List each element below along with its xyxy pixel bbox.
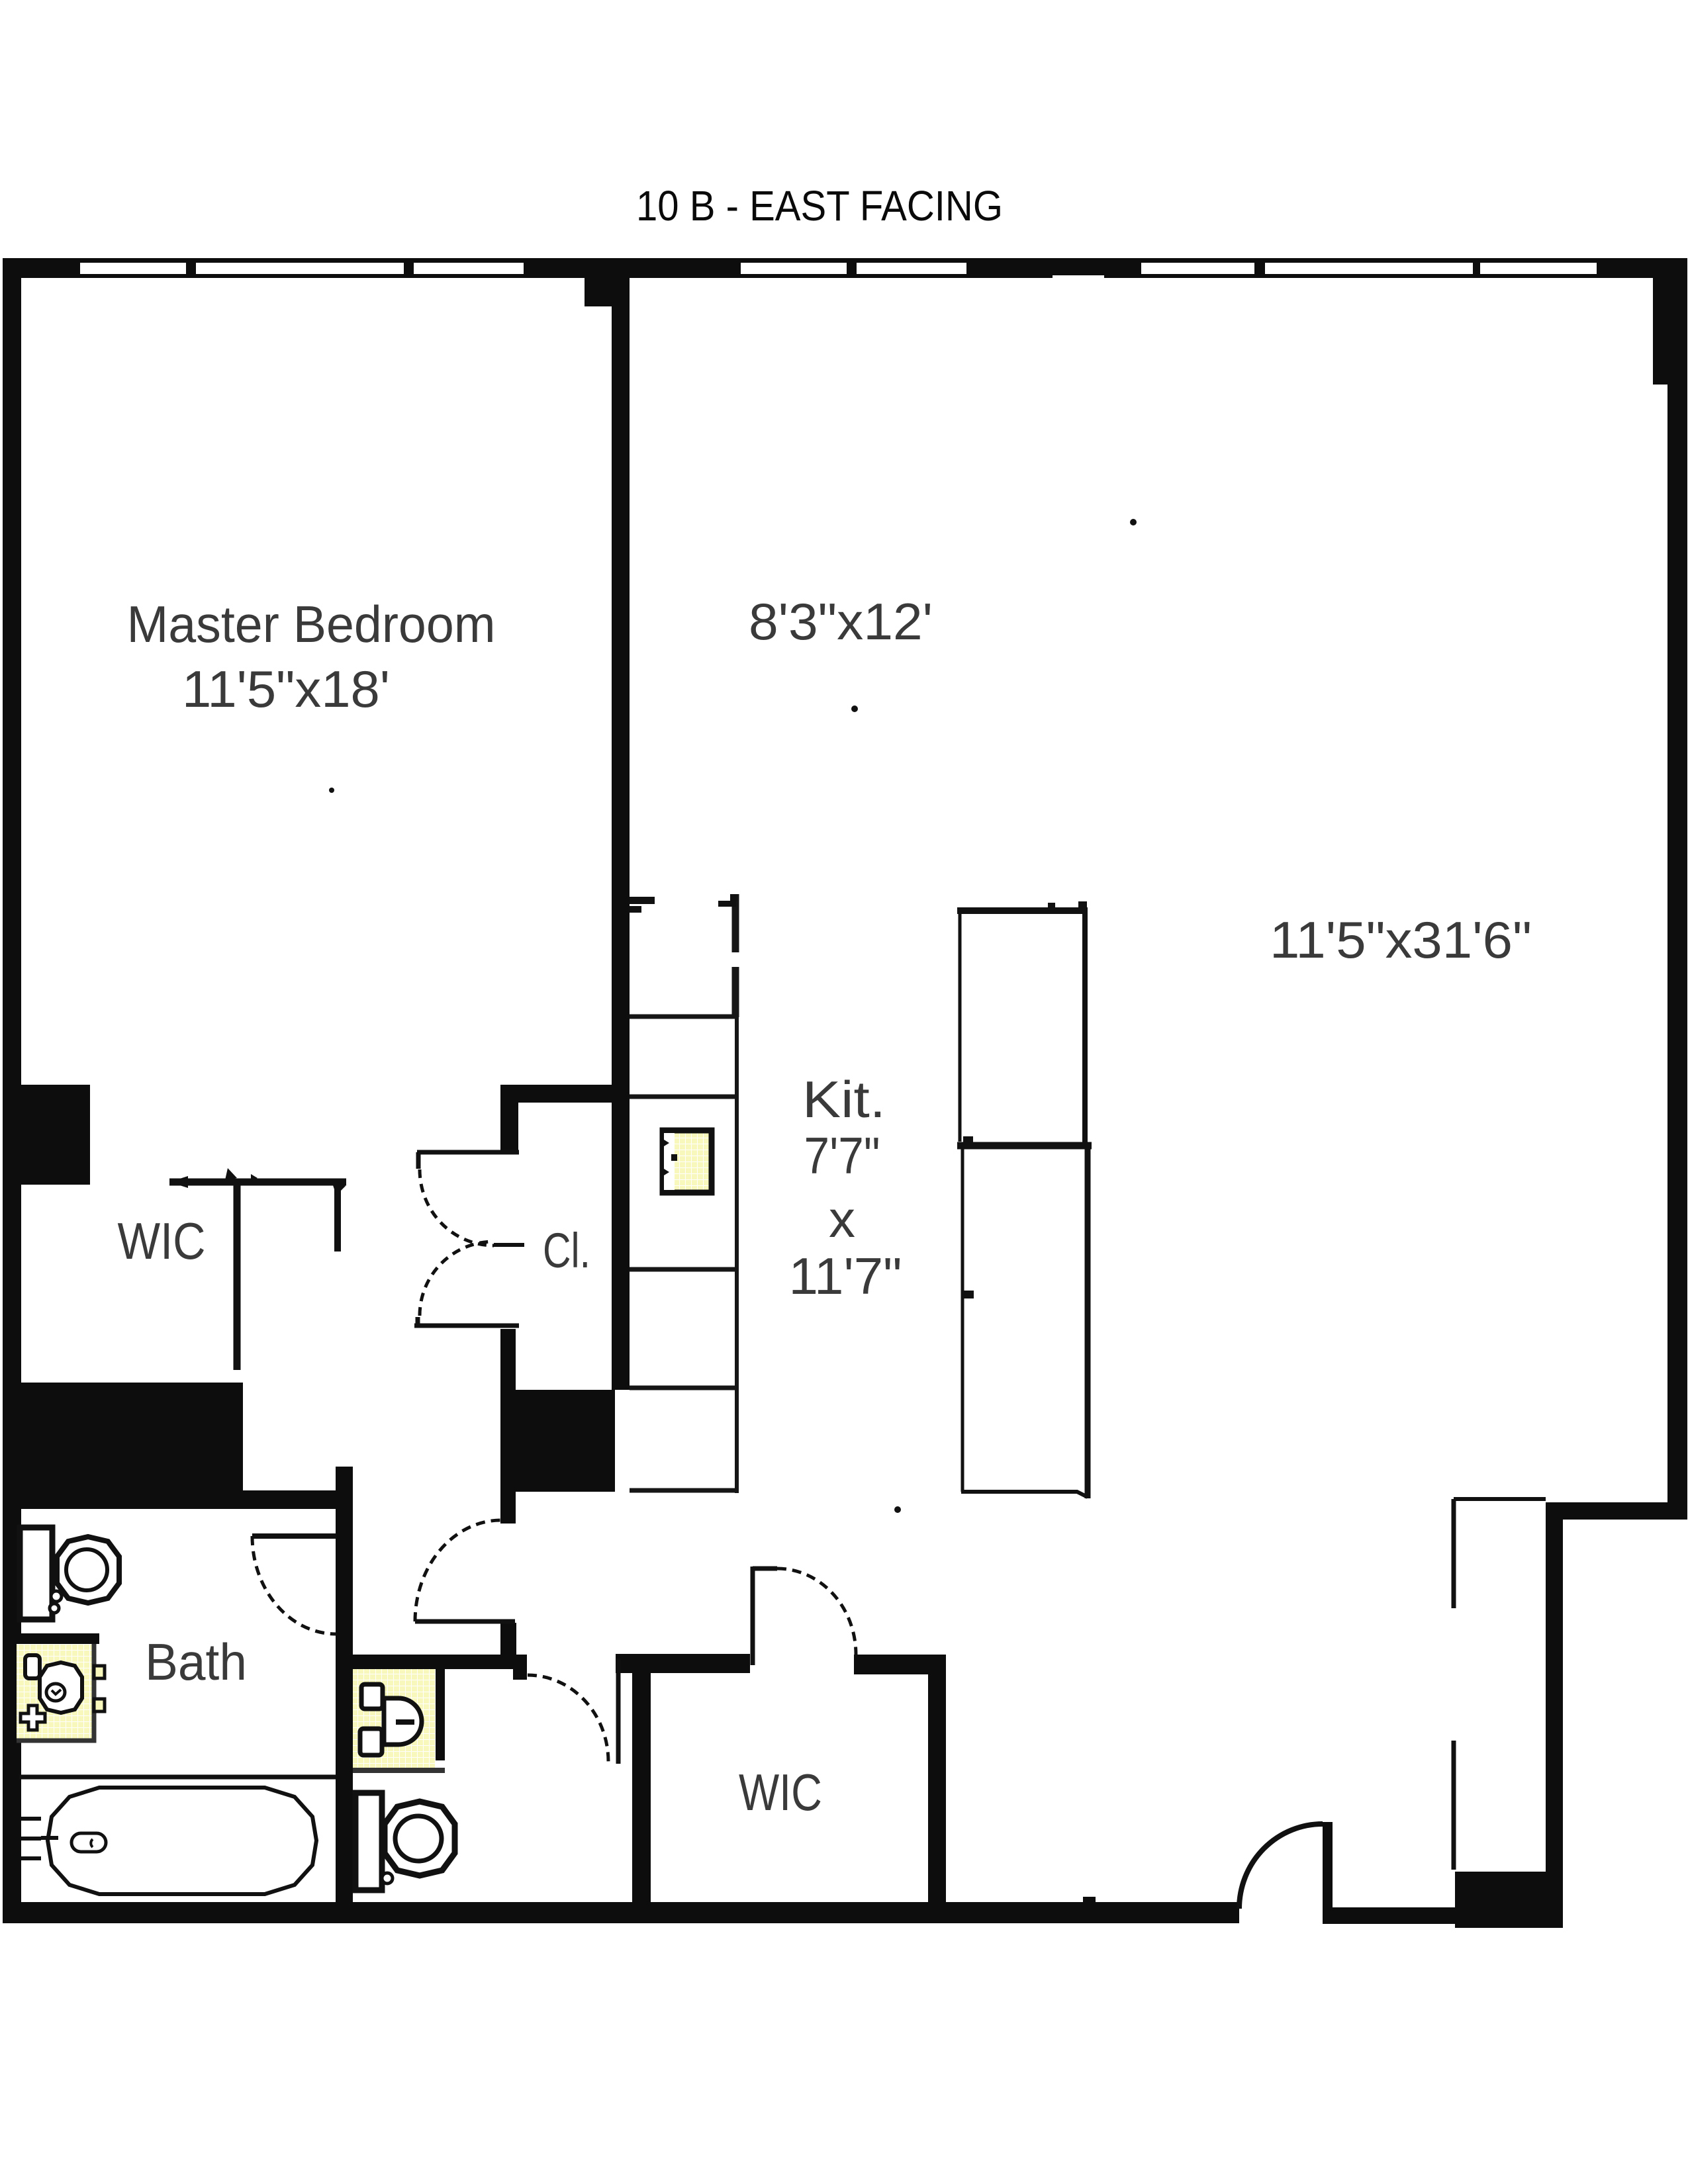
svg-text:Kit.: Kit.	[802, 1070, 886, 1128]
svg-text:WIC: WIC	[118, 1212, 206, 1270]
svg-text:8'3"x12': 8'3"x12'	[749, 592, 933, 651]
svg-text:x: x	[829, 1190, 855, 1248]
svg-text:Cl.: Cl.	[543, 1223, 590, 1278]
svg-text:10 B - EAST FACING: 10 B - EAST FACING	[636, 182, 1003, 230]
svg-text:11'5"x18': 11'5"x18'	[182, 660, 390, 718]
svg-text:Bath: Bath	[145, 1633, 247, 1691]
svg-text:11'5"x31'6": 11'5"x31'6"	[1270, 911, 1532, 969]
svg-text:WIC: WIC	[739, 1763, 822, 1821]
svg-text:7'7": 7'7"	[804, 1126, 880, 1185]
svg-text:11'7": 11'7"	[789, 1247, 902, 1305]
svg-text:Master Bedroom: Master Bedroom	[127, 595, 496, 653]
